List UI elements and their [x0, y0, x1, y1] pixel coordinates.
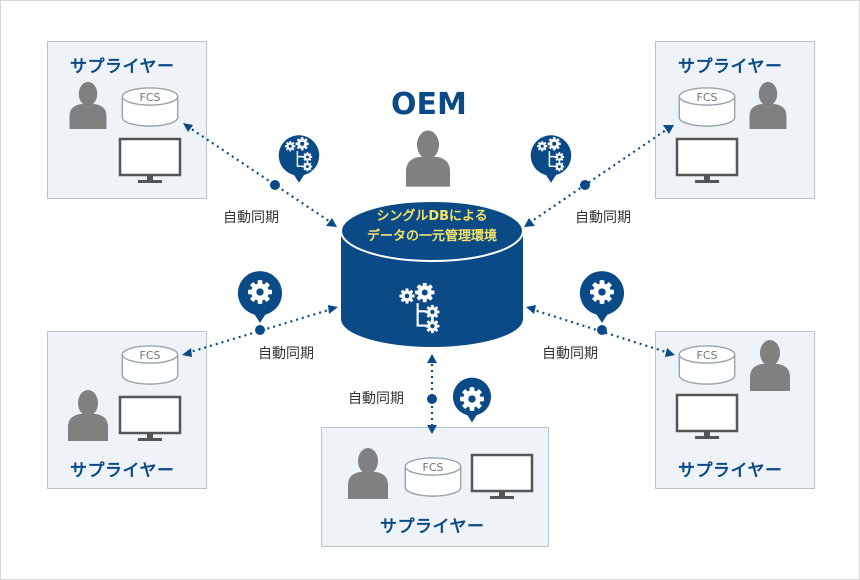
- monitor-icon: [118, 137, 182, 185]
- person-icon: [348, 448, 388, 499]
- sync-label-top-left: 自動同期: [223, 210, 279, 226]
- sync-pin-top-right: [530, 135, 572, 183]
- supplier-title: サプライヤー: [678, 57, 783, 77]
- arrowhead: [326, 218, 337, 227]
- arrowheads: [182, 123, 675, 434]
- monitor-icon: [470, 453, 534, 501]
- sync-pin-bottom-center: [452, 377, 491, 423]
- fcs-label: FCS: [140, 349, 161, 362]
- gear-icon: [248, 280, 272, 304]
- sync-pin-top-left: [278, 135, 320, 183]
- monitor-icon: [675, 137, 739, 185]
- monitor-icon: [118, 395, 182, 443]
- sync-label-bottom-left: 自動同期: [258, 346, 314, 362]
- arrowhead: [526, 305, 536, 314]
- arrowhead: [427, 425, 437, 434]
- supplier-title: サプライヤー: [70, 461, 175, 481]
- oem-person-icon: [406, 130, 450, 187]
- arrowhead: [427, 354, 437, 363]
- sync-pin-bottom-right: [579, 271, 625, 323]
- fcs-label: FCS: [140, 91, 161, 104]
- arrowhead: [182, 348, 192, 357]
- connector-dot: [270, 180, 280, 190]
- person-icon: [69, 81, 107, 129]
- arrowhead: [665, 348, 675, 357]
- monitor-icon: [675, 393, 739, 441]
- connector-dot: [580, 180, 590, 190]
- supplier-title: サプライヤー: [70, 57, 175, 77]
- person-icon: [68, 390, 108, 441]
- sync-pin-bottom-left: [237, 271, 283, 323]
- fcs-label: FCS: [697, 91, 718, 104]
- fcs-label: FCS: [423, 461, 444, 474]
- database-caption-line2: データの一元管理環境: [366, 229, 497, 244]
- connector-dot: [255, 325, 265, 335]
- gear-icon: [460, 387, 484, 411]
- person-icon: [749, 81, 787, 129]
- connector-bottom-left: [186, 307, 333, 355]
- sync-label-top-right: 自動同期: [575, 210, 631, 226]
- arrowhead: [524, 218, 535, 227]
- central-database: [340, 200, 524, 347]
- person-icon: [750, 340, 790, 391]
- connector-top-left: [186, 125, 333, 224]
- sync-label-bottom-center: 自動同期: [348, 391, 404, 407]
- connector-dot: [427, 394, 437, 404]
- connector-dots: [255, 180, 607, 404]
- arrowhead: [328, 305, 338, 314]
- oem-title: OEM: [391, 87, 467, 122]
- connector-top-right: [528, 127, 670, 224]
- arrowhead: [183, 123, 193, 132]
- database-caption-line1: シングルDBによる: [376, 209, 488, 224]
- sync-label-bottom-right: 自動同期: [542, 346, 598, 362]
- fcs-label: FCS: [697, 349, 718, 362]
- gear-icon: [590, 280, 614, 304]
- supplier-title: サプライヤー: [380, 517, 485, 537]
- arrowhead: [663, 125, 674, 134]
- supplier-title: サプライヤー: [678, 461, 783, 481]
- connector-dot: [597, 325, 607, 335]
- database-caption: シングルDBによる データの一元管理環境: [341, 207, 523, 247]
